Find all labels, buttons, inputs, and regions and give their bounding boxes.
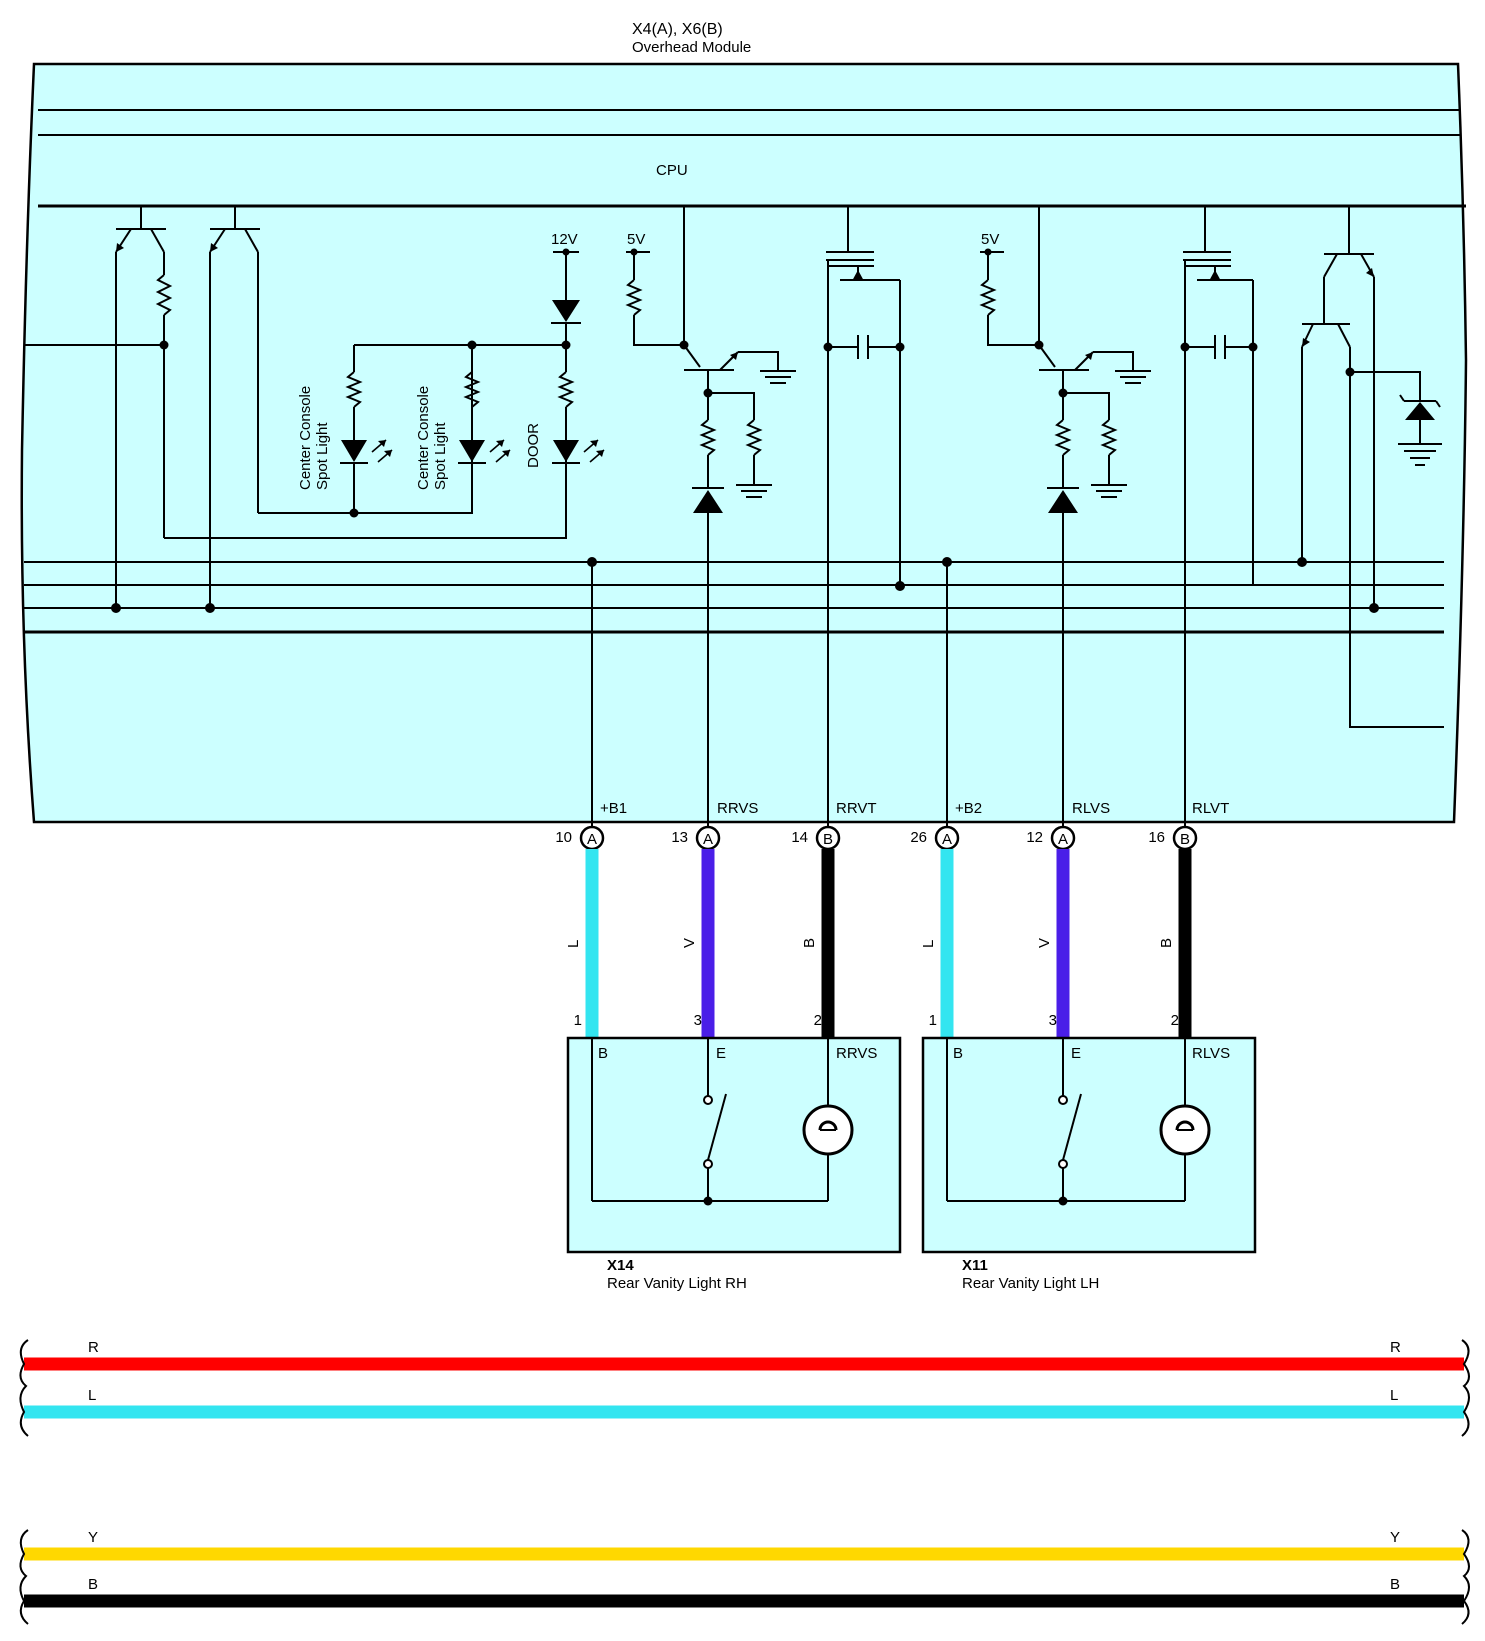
voltage-5v-label-a: 5V bbox=[627, 231, 645, 248]
center-console-led-1-label-2: Spot Light bbox=[314, 422, 331, 490]
harness-code-left: R bbox=[88, 1339, 99, 1356]
pin-number: 16 bbox=[1148, 829, 1165, 846]
harness-break-right-2 bbox=[1461, 1529, 1470, 1625]
harness-code-right: R bbox=[1390, 1339, 1401, 1356]
terminal-b: B bbox=[953, 1045, 963, 1062]
harness-code-left: B bbox=[88, 1576, 98, 1593]
module-pin-b2[interactable]: +B2 26 A bbox=[910, 800, 982, 851]
wire-code: L bbox=[920, 940, 937, 948]
wire-rh-e[interactable]: V bbox=[681, 849, 715, 1038]
pin-signal: RLVS bbox=[1072, 800, 1110, 817]
overhead-module-box bbox=[20, 62, 1468, 824]
voltage-12v-label: 12V bbox=[551, 231, 578, 248]
terminal-e: E bbox=[716, 1045, 726, 1062]
wire-lh-e[interactable]: V bbox=[1036, 849, 1070, 1038]
left-transistor-1 bbox=[24, 206, 173, 613]
center-console-led-1 bbox=[340, 345, 393, 518]
harness-code-left: Y bbox=[88, 1529, 98, 1546]
component-x14[interactable]: 1 3 2 B E RRVS X14 Rear Vanity Light RH bbox=[566, 1012, 902, 1292]
center-console-led-2 bbox=[458, 345, 511, 513]
wire-lh-rlvs[interactable]: B bbox=[1158, 849, 1192, 1038]
wire-code: L bbox=[565, 940, 582, 948]
center-console-led-1-label-1: Center Console bbox=[297, 386, 314, 490]
component-x11[interactable]: 1 3 2 B E RLVS X11 Rear Vanity Light LH bbox=[921, 1012, 1257, 1292]
door-led-circuit bbox=[551, 248, 605, 538]
component-name: Rear Vanity Light RH bbox=[607, 1275, 747, 1292]
pin-number: 14 bbox=[791, 829, 808, 846]
component-pin-3: 3 bbox=[694, 1012, 702, 1029]
harness-code-right: Y bbox=[1390, 1529, 1400, 1546]
wire-rh-b[interactable]: L bbox=[565, 849, 599, 1038]
wire-rh-rrvs[interactable]: B bbox=[801, 849, 835, 1038]
voltage-5v-label-b: 5V bbox=[981, 231, 999, 248]
power-supply-circuit bbox=[1297, 206, 1444, 728]
module-pin-rlvt[interactable]: RLVT 16 B bbox=[1148, 800, 1229, 851]
component-pin-2: 2 bbox=[814, 1012, 822, 1029]
pin-number: 26 bbox=[910, 829, 927, 846]
rlvt-output-circuit bbox=[1180, 206, 1258, 830]
pin-signal: +B1 bbox=[600, 800, 627, 817]
pin-connector: A bbox=[587, 831, 597, 848]
module-name-label: Overhead Module bbox=[632, 39, 751, 56]
pin-number: 12 bbox=[1026, 829, 1043, 846]
harness-b[interactable]: B B bbox=[24, 1576, 1464, 1608]
wire-code: B bbox=[801, 938, 818, 948]
rlvs-input-circuit bbox=[979, 206, 1151, 830]
module-pin-rrvs[interactable]: RRVS 13 A bbox=[671, 800, 758, 851]
harness-break-right-1 bbox=[1461, 1339, 1470, 1437]
component-id: X14 bbox=[607, 1257, 634, 1274]
door-switch bbox=[1062, 1093, 1082, 1161]
component-pin-1: 1 bbox=[929, 1012, 937, 1029]
pin-connector: A bbox=[703, 831, 713, 848]
wire-code: V bbox=[1036, 938, 1053, 948]
pin-connector: B bbox=[1180, 831, 1190, 848]
component-pin-3: 3 bbox=[1049, 1012, 1057, 1029]
terminal-signal: RLVS bbox=[1192, 1045, 1230, 1062]
center-console-led-2-label-1: Center Console bbox=[415, 386, 432, 490]
pin-signal: RRVT bbox=[836, 800, 877, 817]
pin-signal: RRVS bbox=[717, 800, 758, 817]
pin-signal: +B2 bbox=[955, 800, 982, 817]
door-led-label: DOOR bbox=[525, 423, 542, 468]
rrvs-input-circuit bbox=[625, 206, 796, 830]
module-pin-b1[interactable]: +B1 10 A bbox=[555, 800, 627, 851]
component-id: X11 bbox=[962, 1257, 988, 1274]
wire-code: B bbox=[1158, 938, 1175, 948]
component-pin-2: 2 bbox=[1171, 1012, 1179, 1029]
pin-number: 10 bbox=[555, 829, 572, 846]
component-pin-1: 1 bbox=[574, 1012, 582, 1029]
terminal-signal: RRVS bbox=[836, 1045, 877, 1062]
pin-signal: RLVT bbox=[1192, 800, 1229, 817]
harness-l[interactable]: L L bbox=[24, 1387, 1464, 1419]
door-switch bbox=[707, 1093, 727, 1161]
terminal-b: B bbox=[598, 1045, 608, 1062]
wire-code: V bbox=[681, 938, 698, 948]
module-pin-rrvt[interactable]: RRVT 14 B bbox=[791, 800, 877, 851]
left-transistor-2 bbox=[205, 206, 260, 613]
center-console-led-2-label-2: Spot Light bbox=[432, 422, 449, 490]
harness-code-right: B bbox=[1390, 1576, 1400, 1593]
cpu-label: CPU bbox=[656, 162, 688, 179]
harness-y[interactable]: Y Y bbox=[24, 1529, 1464, 1561]
pin-connector: A bbox=[1058, 831, 1068, 848]
pin-connector: A bbox=[942, 831, 952, 848]
module-connector-label: X4(A), X6(B) bbox=[632, 21, 723, 38]
harness-break-left-2 bbox=[19, 1529, 29, 1625]
terminal-e: E bbox=[1071, 1045, 1081, 1062]
component-name: Rear Vanity Light LH bbox=[962, 1275, 1099, 1292]
pin-number: 13 bbox=[671, 829, 688, 846]
harness-r[interactable]: R R bbox=[24, 1339, 1464, 1371]
wire-lh-b[interactable]: L bbox=[920, 849, 954, 1038]
harness-code-left: L bbox=[88, 1387, 96, 1404]
harness-code-right: L bbox=[1390, 1387, 1398, 1404]
pin-connector: B bbox=[823, 831, 833, 848]
harness-break-left-1 bbox=[19, 1339, 29, 1437]
rrvt-output-circuit bbox=[823, 206, 905, 830]
